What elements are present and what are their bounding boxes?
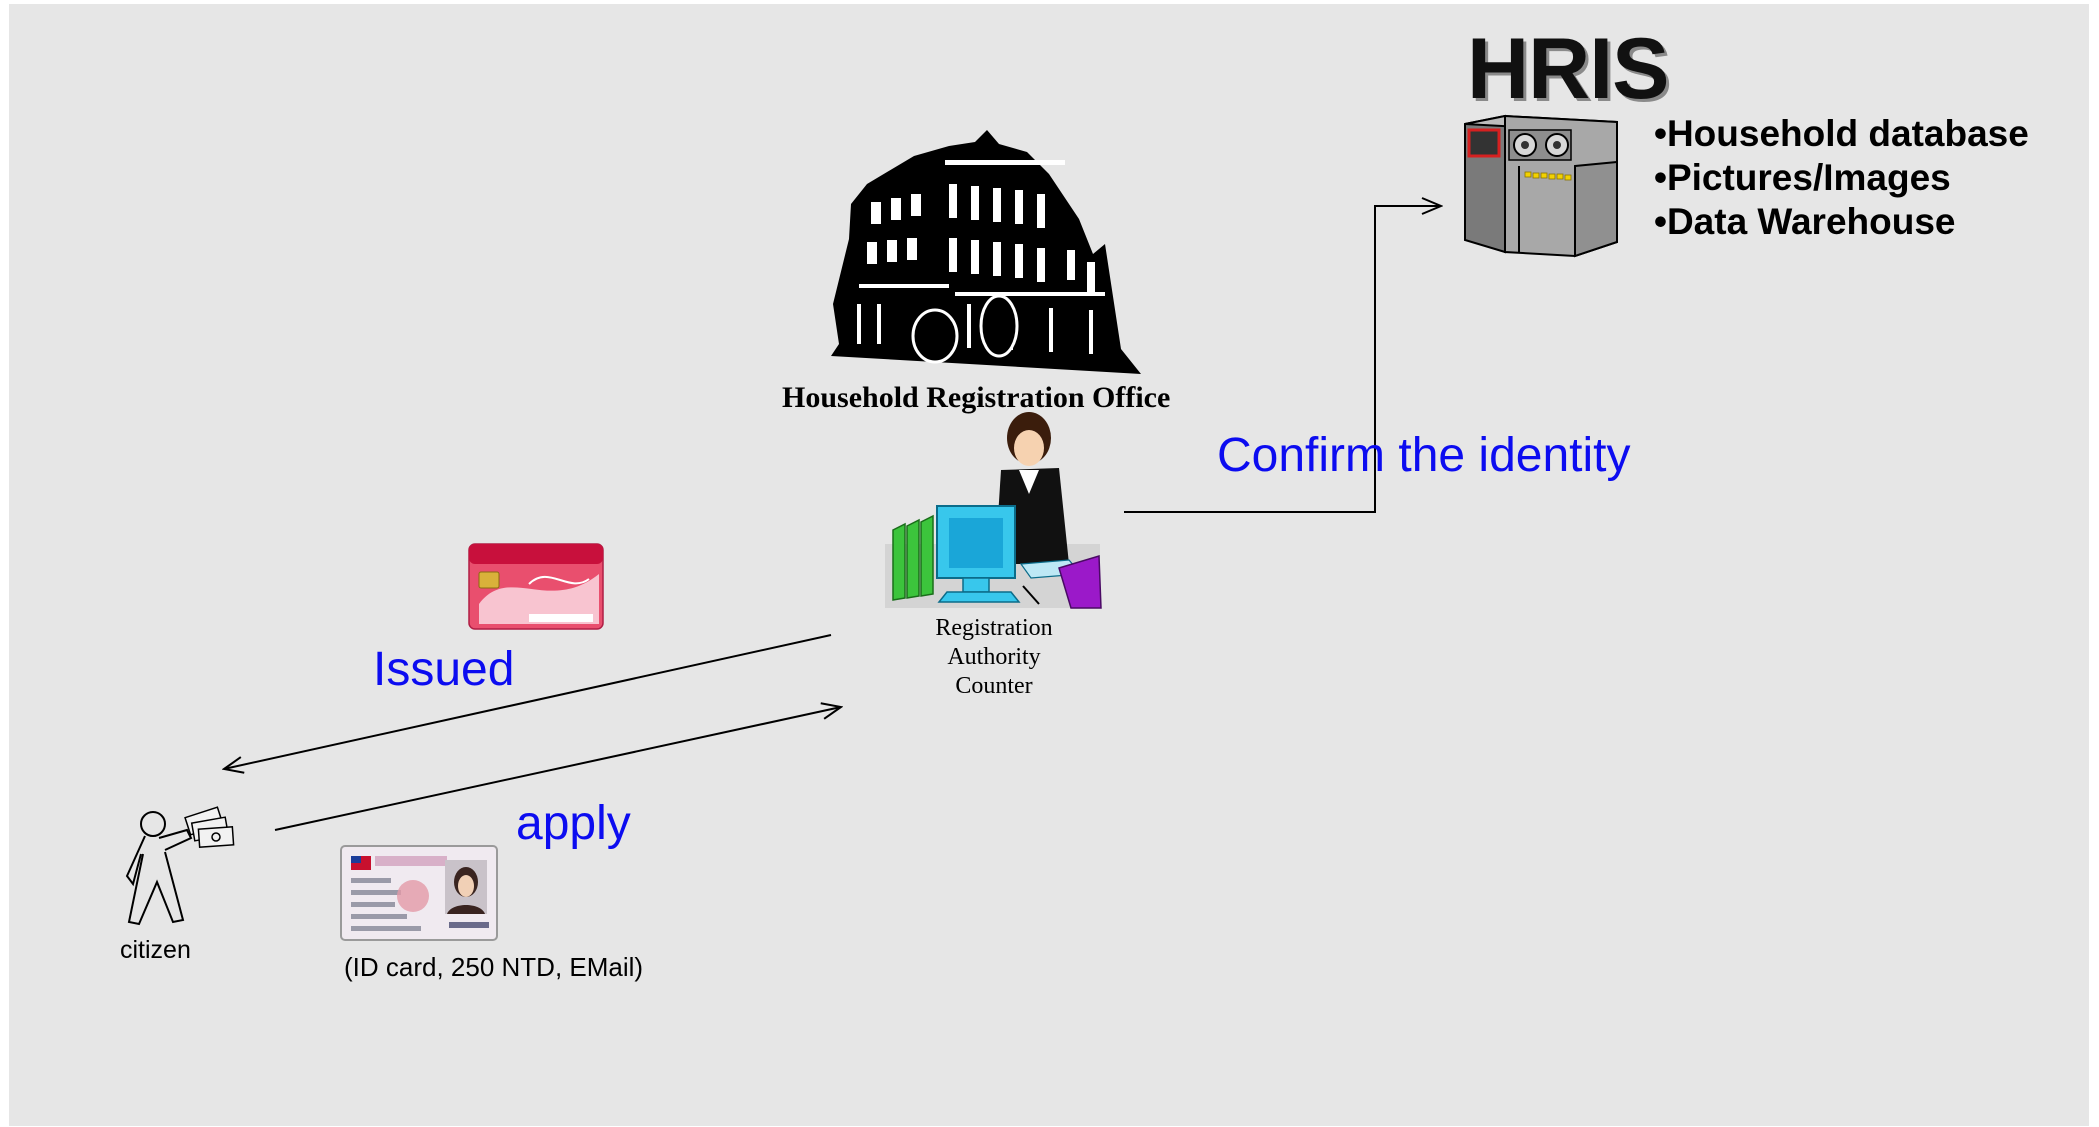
list-item-household-database: •Household database	[1654, 113, 2029, 154]
office-label: Household Registration Office	[782, 381, 1171, 414]
smart-card-icon	[468, 543, 604, 630]
diagram-canvas	[125, 114, 1618, 941]
list-item-data-warehouse: •Data Warehouse	[1654, 201, 1956, 242]
id-card-icon	[340, 845, 498, 941]
counter-label: Registration Authority Counter	[935, 615, 1053, 699]
hris-title: HRIS	[1467, 21, 1669, 117]
citizen-icon	[125, 806, 235, 926]
hris-data-list: •Household database •Pictures/Images •Da…	[1654, 112, 2029, 244]
apply-arrow	[274, 707, 841, 831]
slide: HRIS •Household database •Pictures/Image…	[9, 4, 2089, 1126]
requirements-label: (ID card, 250 NTD, EMail)	[344, 952, 644, 982]
issued-arrow	[224, 634, 832, 769]
server-icon	[1464, 114, 1618, 258]
list-item-pictures-images: •Pictures/Images	[1654, 157, 1951, 198]
confirm-identity-label: Confirm the identity	[1217, 429, 1631, 482]
issued-label: Issued	[373, 643, 515, 696]
citizen-label: citizen	[120, 936, 191, 964]
clerk-icon	[885, 412, 1102, 609]
building-icon	[831, 130, 1141, 374]
confirm-connector-line	[1124, 206, 1441, 513]
apply-label: apply	[516, 797, 631, 850]
